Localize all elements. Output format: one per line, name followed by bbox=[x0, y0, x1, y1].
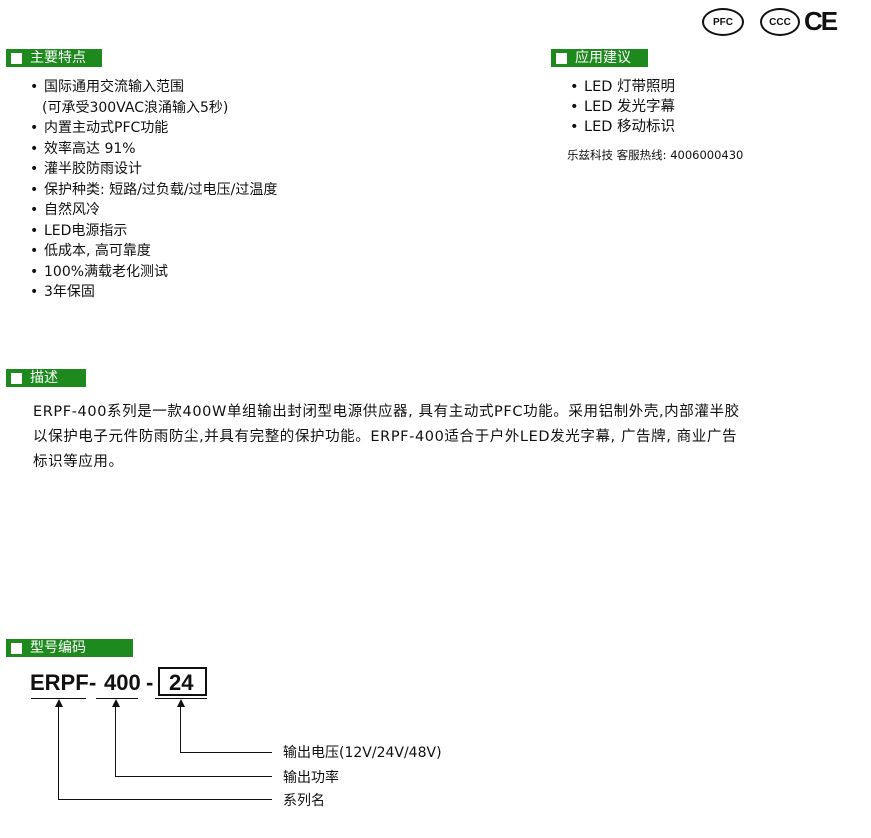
description-line: 以保护电子元件防雨防尘,并具有完整的保护功能。ERPF-400适合于户外LED发… bbox=[33, 429, 738, 445]
series-leader bbox=[58, 706, 59, 800]
power-arrow-icon bbox=[112, 699, 120, 707]
hotline-number: 4006000430 bbox=[670, 148, 744, 162]
feature-item: 国际通用交流输入范围(可承受300VAC浪涌输入5秒) bbox=[30, 77, 430, 118]
header-square-icon bbox=[556, 52, 567, 64]
feature-item: 100%满载老化测试 bbox=[30, 262, 430, 283]
model-dash: - bbox=[89, 670, 97, 695]
application-item: LED 发光字幕 bbox=[570, 97, 850, 117]
voltage-underline bbox=[155, 698, 207, 699]
application-item: LED 移动标识 bbox=[570, 117, 850, 137]
series-arrow-icon bbox=[55, 699, 63, 707]
ccc-cert-text: CCC bbox=[769, 16, 791, 28]
description-text: ERPF-400系列是一款400W单组输出封闭型电源供应器, 具有主动式PFC功… bbox=[33, 400, 868, 475]
features-header: 主要特点 bbox=[6, 49, 102, 67]
ce-mark-text: CE bbox=[804, 6, 838, 36]
ce-mark-icon: CE bbox=[804, 6, 838, 37]
description-header-title: 描述 bbox=[30, 370, 58, 386]
applications-header-title: 应用建议 bbox=[575, 50, 631, 66]
voltage-arrow-icon bbox=[177, 699, 185, 707]
voltage-label: 输出电压(12V/24V/48V) bbox=[283, 745, 442, 761]
feature-item: 内置主动式PFC功能 bbox=[30, 118, 430, 139]
model-voltage-code: 24 bbox=[169, 670, 194, 695]
model-code-header-title: 型号编码 bbox=[30, 640, 86, 656]
voltage-leader bbox=[180, 706, 181, 753]
feature-item: 效率高达 91% bbox=[30, 139, 430, 160]
model-voltage-box bbox=[158, 667, 207, 696]
series-leader bbox=[58, 799, 272, 800]
features-list: 国际通用交流输入范围(可承受300VAC浪涌输入5秒) 内置主动式PFC功能 效… bbox=[30, 77, 430, 303]
model-power-code: 400 bbox=[104, 670, 141, 695]
power-underline bbox=[96, 698, 138, 699]
applications-header: 应用建议 bbox=[551, 49, 648, 67]
description-line: ERPF-400系列是一款400W单组输出封闭型电源供应器, 具有主动式PFC功… bbox=[33, 404, 740, 420]
feature-item: 3年保固 bbox=[30, 282, 430, 303]
pfc-cert-icon: PFC bbox=[702, 8, 744, 36]
feature-item: 低成本, 高可靠度 bbox=[30, 241, 430, 262]
model-series-code: ERPF bbox=[30, 670, 89, 695]
series-label: 系列名 bbox=[283, 793, 325, 809]
ccc-cert-icon: CCC bbox=[760, 8, 800, 36]
applications-list: LED 灯带照明 LED 发光字幕 LED 移动标识 bbox=[570, 77, 850, 137]
application-item: LED 灯带照明 bbox=[570, 77, 850, 97]
model-dash: - bbox=[146, 670, 154, 695]
pfc-cert-text: PFC bbox=[713, 16, 733, 28]
description-line: 标识等应用。 bbox=[33, 454, 124, 470]
header-square-icon bbox=[11, 372, 22, 384]
power-label: 输出功率 bbox=[283, 770, 339, 786]
hotline: 乐兹科技 客服热线: 4006000430 bbox=[567, 147, 743, 163]
hotline-label: 乐兹科技 客服热线: bbox=[567, 148, 667, 162]
model-code-header: 型号编码 bbox=[6, 639, 133, 657]
header-square-icon bbox=[11, 52, 22, 64]
power-leader bbox=[115, 776, 272, 777]
series-underline bbox=[31, 698, 86, 699]
feature-item: 保护种类: 短路/过负载/过电压/过温度 bbox=[30, 180, 430, 201]
voltage-leader bbox=[180, 752, 272, 753]
feature-item: LED电源指示 bbox=[30, 221, 430, 242]
description-header: 描述 bbox=[6, 369, 86, 387]
feature-item: 灌半胶防雨设计 bbox=[30, 159, 430, 180]
header-square-icon bbox=[11, 642, 22, 654]
features-header-title: 主要特点 bbox=[30, 50, 86, 66]
feature-item: 自然风冷 bbox=[30, 200, 430, 221]
power-leader bbox=[115, 706, 116, 777]
